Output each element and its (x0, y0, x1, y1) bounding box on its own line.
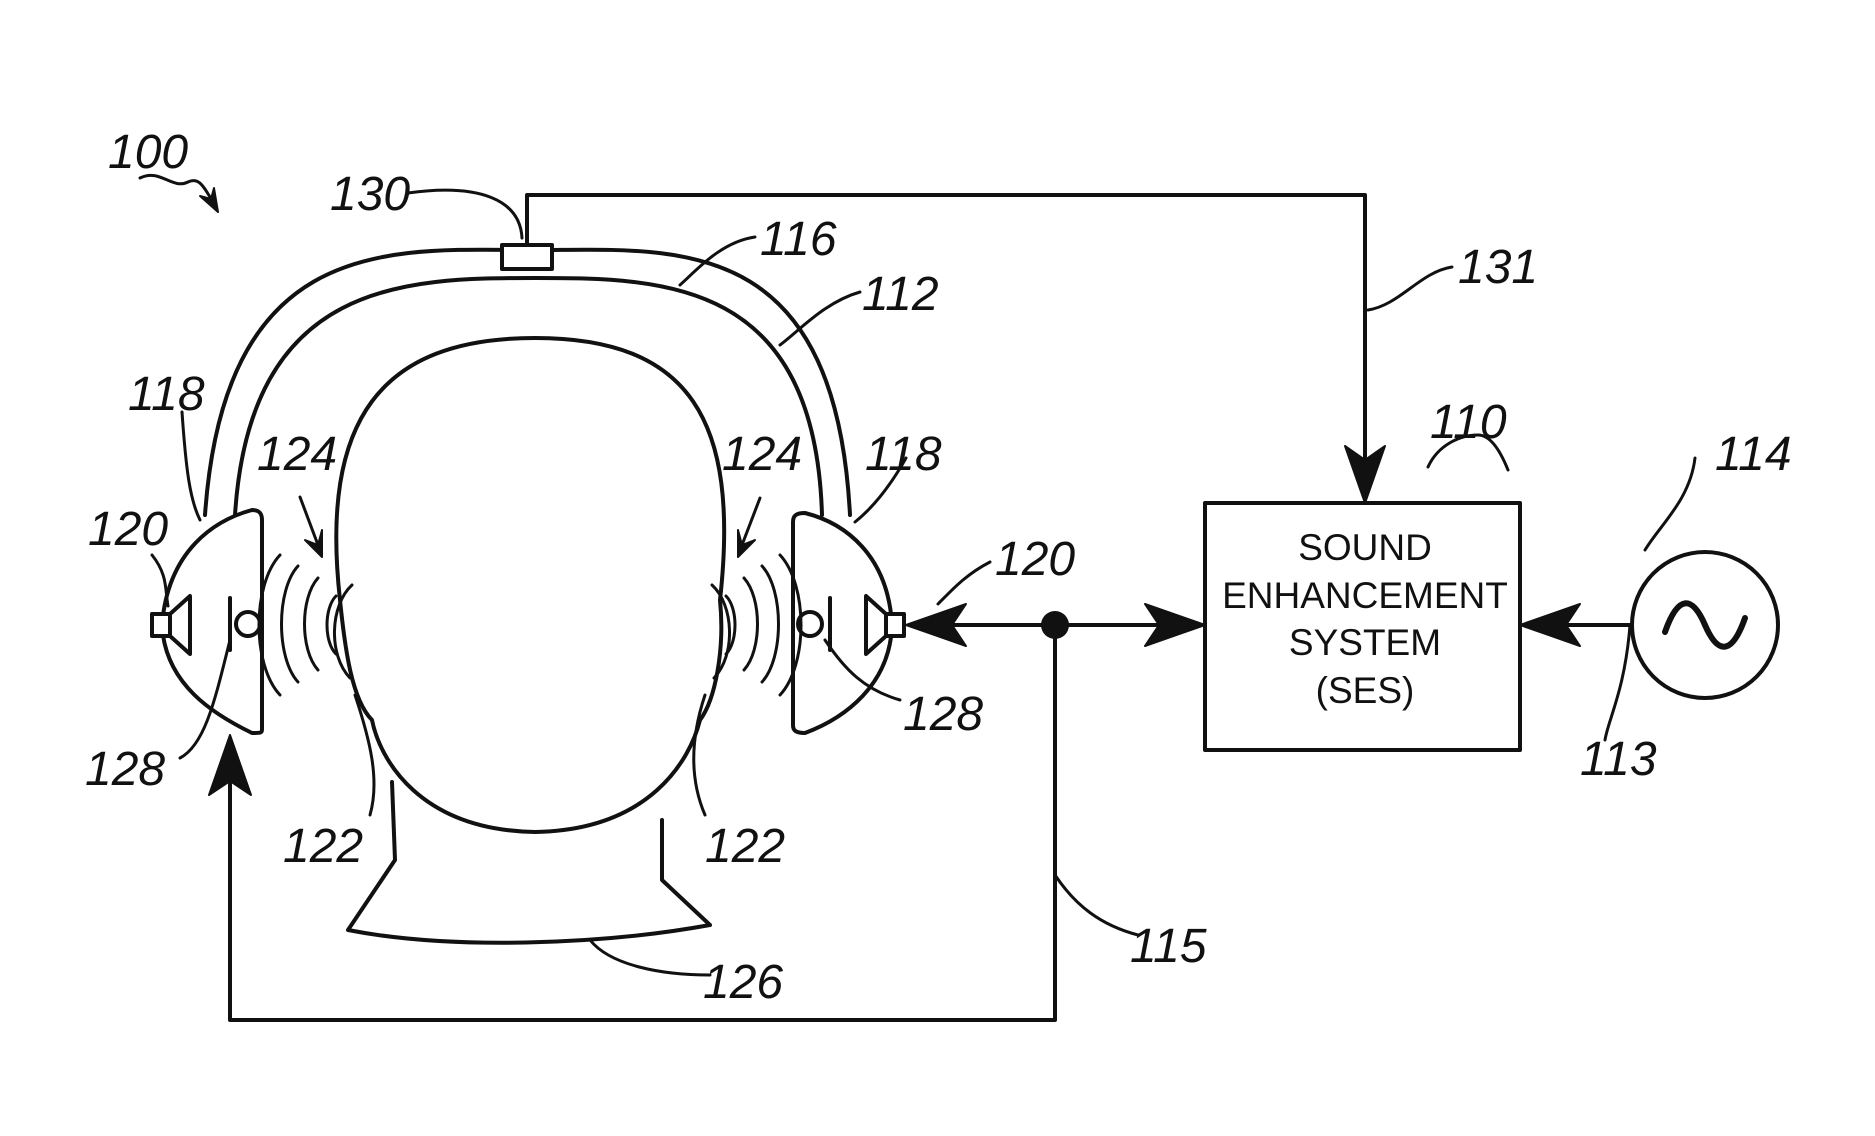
sound-waves-124-right (726, 555, 801, 695)
ref-114: 114 (1715, 428, 1792, 481)
head-126 (336, 338, 724, 943)
ref-124-left: 124 (257, 428, 337, 481)
ref-130: 130 (330, 168, 410, 221)
ref-131: 131 (1458, 241, 1538, 294)
speaker-120-left-magnet (152, 614, 170, 636)
microphone-128-left (236, 612, 260, 636)
ref-124-right: 124 (722, 428, 802, 481)
ref-112: 112 (862, 268, 939, 321)
ref-126: 126 (703, 956, 783, 1009)
sound-waves-124-left (259, 555, 336, 695)
ref-115: 115 (1130, 920, 1207, 973)
ref-120-right: 120 (995, 533, 1075, 586)
ses-line-4: (SES) (1316, 670, 1415, 711)
speaker-120-right-magnet (886, 614, 904, 636)
ref-128-left: 128 (85, 743, 165, 796)
sensor-130 (502, 245, 552, 269)
ref-110: 110 (1430, 396, 1507, 449)
ref-116: 116 (760, 213, 837, 266)
line-131-sensor-to-ses (527, 195, 1365, 470)
ref-113: 113 (1580, 733, 1657, 786)
ref-128-right: 128 (903, 688, 983, 741)
ref-122-right: 122 (705, 820, 785, 873)
ses-line-1: SOUND (1298, 527, 1432, 568)
ref-120-left: 120 (88, 503, 168, 556)
ref-118-right: 118 (865, 428, 942, 481)
ref-118-left: 118 (128, 368, 205, 421)
ref-100: 100 (108, 126, 188, 179)
ref-122-left: 122 (283, 820, 363, 873)
ses-line-2: ENHANCEMENT (1222, 575, 1508, 616)
ses-line-3: SYSTEM (1289, 622, 1441, 663)
